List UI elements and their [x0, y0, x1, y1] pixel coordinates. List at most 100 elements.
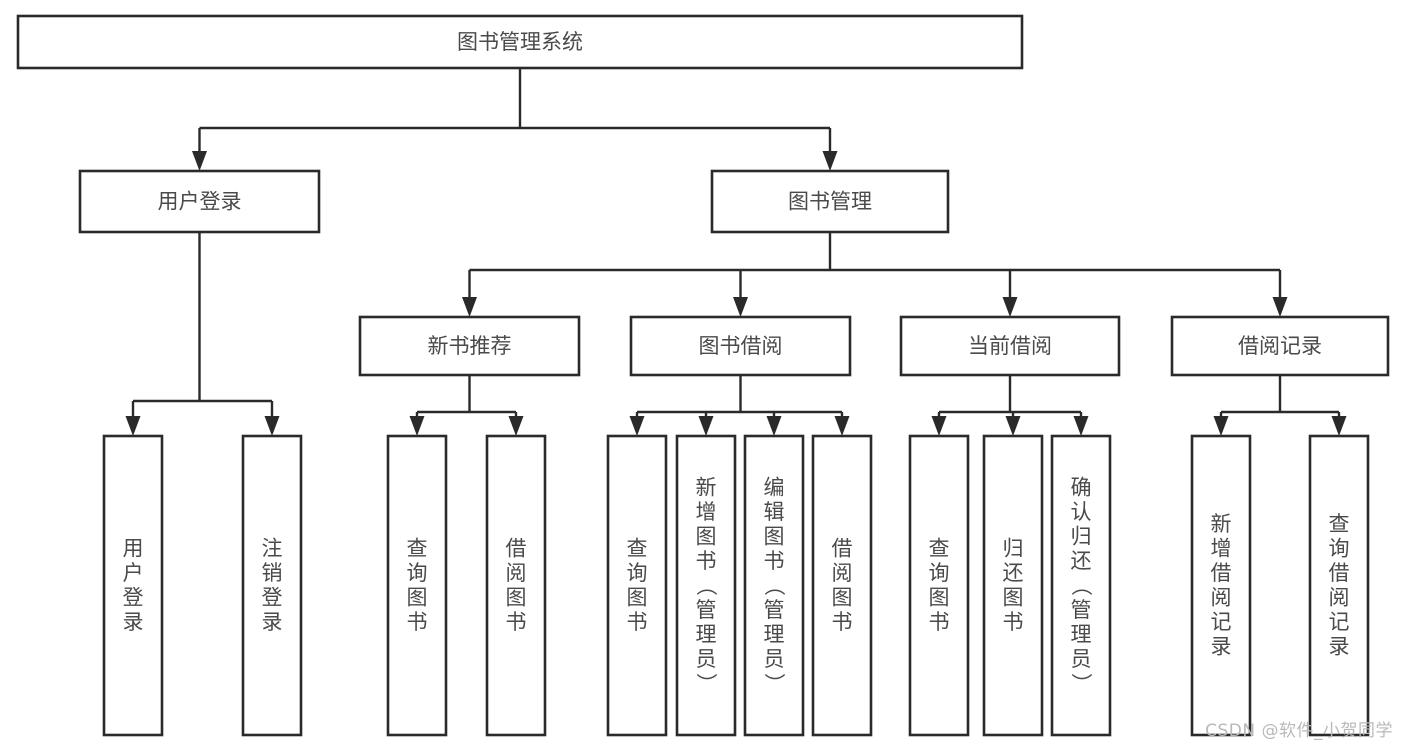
node-label-char: 登	[262, 586, 283, 610]
node-label-char: 查	[627, 537, 648, 561]
node-label-char: 书	[832, 610, 853, 634]
node-label-char: 新	[696, 475, 717, 499]
node-box	[899, 315, 1121, 377]
node-label-char: 书	[506, 610, 527, 634]
node-box	[675, 434, 737, 737]
edge-arrowhead	[698, 416, 714, 436]
node-l1-book-admin[interactable]: 图书管理	[710, 169, 950, 234]
node-label-char: ）	[694, 673, 718, 694]
node-label-char: 管	[764, 598, 785, 622]
node-box	[1308, 434, 1370, 737]
node-label-char: 图	[929, 586, 950, 610]
node-label-char: 借	[506, 537, 527, 561]
node-label: 当前借阅	[968, 334, 1052, 358]
node-label-char: 销	[262, 561, 283, 585]
node-label-char: 增	[696, 500, 717, 524]
node-label-char: 录	[1211, 635, 1232, 659]
node-l3-user-login[interactable]: 用户登录	[102, 434, 164, 737]
node-label: 借阅记录	[1238, 334, 1322, 358]
node-label: 图书管理	[788, 190, 872, 214]
node-label-char: 图	[764, 524, 785, 548]
node-box	[1170, 315, 1390, 377]
node-label-char: 书	[696, 549, 717, 573]
node-l2-records[interactable]: 借阅记录	[1170, 315, 1390, 377]
edge-arrowhead	[192, 151, 207, 171]
edge-arrowhead	[931, 416, 947, 436]
node-l2-new-book[interactable]: 新书推荐	[358, 315, 581, 377]
node-label-char: 借	[832, 537, 853, 561]
node-label-char: （	[1069, 575, 1093, 596]
node-box	[16, 14, 1024, 70]
node-label-char: 图	[1003, 586, 1024, 610]
node-label-char: 记	[1329, 610, 1350, 634]
edge-arrowhead	[1073, 416, 1089, 436]
node-label-char: 记	[1211, 610, 1232, 634]
node-label-char: 管	[1071, 598, 1092, 622]
node-box	[982, 434, 1044, 737]
node-box	[485, 434, 547, 737]
node-label-char: 查	[1329, 512, 1350, 536]
edge-arrowhead	[125, 416, 141, 436]
node-box	[386, 434, 448, 737]
node-root[interactable]: 图书管理系统	[16, 14, 1024, 70]
node-label-char: 书	[764, 549, 785, 573]
node-label-char: ）	[762, 673, 786, 694]
node-label-char: 借	[1211, 561, 1232, 585]
edge-arrowhead	[409, 416, 425, 436]
node-label-char: 查	[929, 537, 950, 561]
node-label-char: 员	[764, 647, 785, 671]
node-label-char: 注	[262, 537, 283, 561]
node-label-char: 图	[627, 586, 648, 610]
node-label-char: 增	[1211, 537, 1232, 561]
edge-arrowhead	[462, 297, 477, 317]
node-label-char: 书	[1003, 610, 1024, 634]
node-l2-current[interactable]: 当前借阅	[899, 315, 1121, 377]
node-label-char: 新	[1211, 512, 1232, 536]
node-label-char: 图	[696, 524, 717, 548]
edge-arrowhead	[1005, 416, 1021, 436]
node-label-char: 认	[1071, 500, 1092, 524]
node-label-char: 阅	[506, 561, 527, 585]
edge-arrowhead	[733, 297, 748, 317]
node-l1-user-login[interactable]: 用户登录	[78, 169, 321, 234]
node-label-char: 图	[407, 586, 428, 610]
node-label-char: 查	[407, 537, 428, 561]
edge-arrowhead	[629, 416, 645, 436]
node-label-char: 询	[627, 561, 648, 585]
edges-layer	[125, 68, 1347, 436]
node-l2-borrow[interactable]: 图书借阅	[629, 315, 852, 377]
node-label-char: 阅	[832, 561, 853, 585]
node-label-char: 书	[627, 610, 648, 634]
node-label: 图书管理系统	[457, 30, 583, 54]
node-label-char: 户	[123, 561, 144, 585]
node-box	[1050, 434, 1112, 737]
node-label: 用户登录	[158, 190, 242, 214]
node-label-char: 登	[123, 586, 144, 610]
node-label-char: 归	[1003, 537, 1024, 561]
edge-arrowhead	[508, 416, 524, 436]
node-box	[1190, 434, 1252, 737]
node-label-char: 归	[1071, 524, 1092, 548]
node-label-char: 员	[696, 647, 717, 671]
node-box	[358, 315, 581, 377]
node-label-char: 用	[123, 537, 144, 561]
node-box	[78, 169, 321, 234]
node-label-char: 录	[262, 610, 283, 634]
node-label-char: 编	[764, 475, 785, 499]
node-label-char: （	[762, 575, 786, 596]
node-label-char: 借	[1329, 561, 1350, 585]
node-box	[241, 434, 303, 737]
